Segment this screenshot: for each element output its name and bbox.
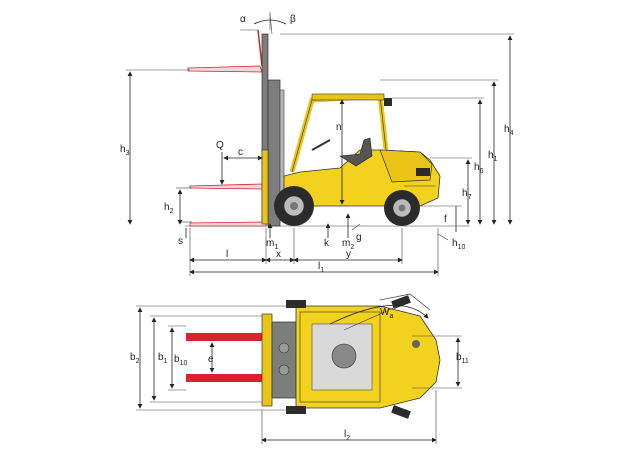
label-n: n (336, 122, 342, 133)
label-e: e (208, 354, 214, 365)
width-dimensions-left: b2 b1 b10 e (130, 305, 296, 411)
top-forks (186, 333, 266, 382)
turning-radius: Wa (329, 304, 429, 331)
length-dimension-top: l2 (261, 390, 437, 444)
label-beta: β (290, 14, 296, 25)
ground-clearance-markers: m1 k m2 g (266, 213, 362, 251)
side-view: α β h4 h1 h6 h7 f h10 h3 (120, 12, 514, 276)
top-mast (271, 321, 297, 399)
label-l2: l2 (344, 429, 350, 442)
front-wheel (274, 186, 314, 226)
label-h7: h7 (462, 188, 472, 201)
height-dimensions-left: h3 h2 s (120, 69, 192, 247)
lowered-forks (189, 149, 269, 227)
label-h1: h1 (488, 150, 498, 163)
seat-height-dim: n (336, 99, 345, 205)
top-view: b2 b1 b10 e b11 Wa (130, 293, 469, 444)
label-f: f (444, 214, 447, 225)
label-alpha: α (240, 14, 246, 25)
label-b11: b11 (456, 352, 469, 365)
label-m2: m2 (342, 238, 354, 251)
label-k: k (324, 238, 330, 249)
label-h2: h2 (164, 202, 174, 215)
label-h4: h4 (504, 124, 514, 137)
label-Wa: Wa (380, 307, 393, 320)
label-c: c (238, 147, 243, 158)
label-h6: h6 (474, 162, 484, 175)
raised-forks (187, 29, 264, 190)
label-Q: Q (216, 140, 224, 151)
height-dimensions-right: h4 h1 h6 h7 f h10 (280, 33, 514, 251)
label-y: y (346, 249, 351, 260)
label-b1: b1 (158, 352, 168, 365)
label-s: s (178, 236, 183, 247)
label-x: x (276, 249, 281, 260)
label-l: l (226, 249, 228, 260)
label-g: g (356, 232, 362, 243)
tilt-angle-indicator: α β (240, 12, 296, 30)
label-h3: h3 (120, 144, 130, 157)
label-h10: h10 (452, 238, 465, 251)
label-m1: m1 (266, 238, 278, 251)
top-carriage (261, 313, 273, 407)
label-b10: b10 (174, 354, 187, 367)
rear-wheel (384, 190, 420, 226)
width-dimension-right: b11 (412, 335, 469, 389)
label-b2: b2 (130, 352, 140, 365)
truck-body (283, 93, 441, 207)
length-dimensions-side: l x y l1 (189, 228, 439, 276)
label-l1: l1 (318, 261, 324, 274)
load-centre: Q c (216, 140, 263, 185)
